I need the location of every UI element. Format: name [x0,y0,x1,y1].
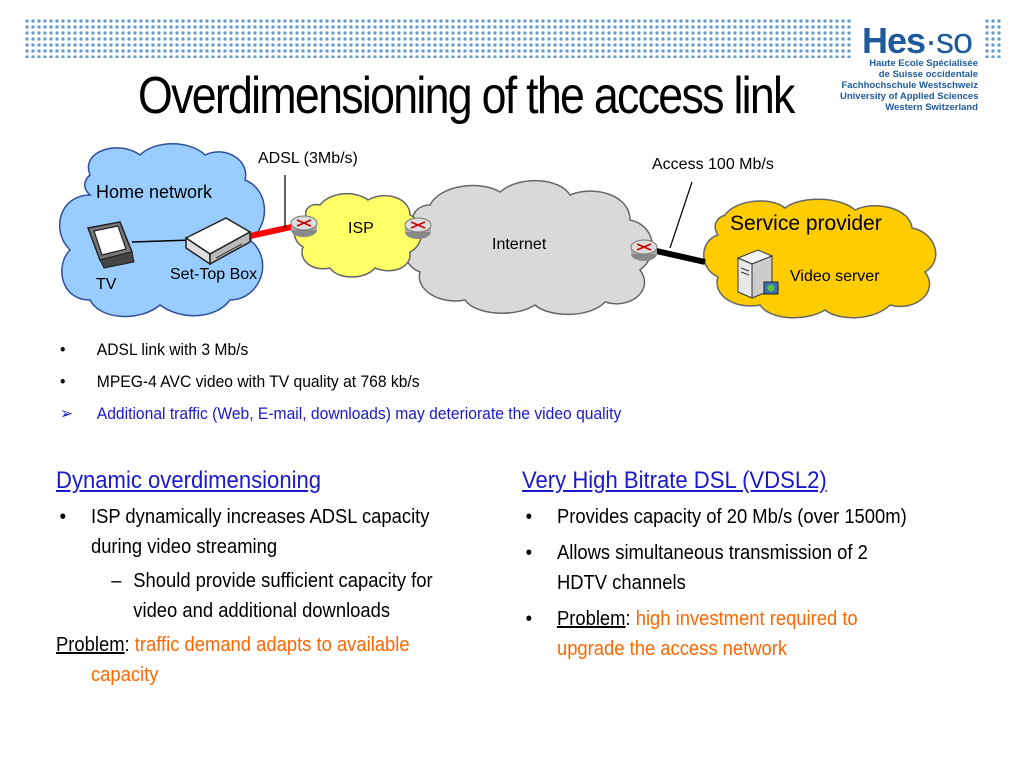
slide-title: Overdimensioning of the access link [138,67,795,125]
item-text-line: ISP dynamically increases ADSL capacity [90,506,430,528]
problem-label: Problem [56,634,125,656]
right-column: Very High Bitrate DSL (VDSL2) • Provides… [522,466,992,664]
set-top-box-label: Set-Top Box [170,266,258,283]
access-link [651,247,706,265]
logo-line: Western Switzerland [885,102,978,113]
bullet-marker: • [60,372,66,391]
bullet-marker: • [525,506,533,528]
left-column: Dynamic overdimensioning • ISP dynamical… [56,466,496,690]
header-dot-band-right [984,18,1002,58]
item-text-line: Provides capacity of 20 Mb/s (over 1500m… [556,506,907,528]
header-dot-band-left [24,18,852,58]
item-text-line: during video streaming [90,536,278,558]
access-label-pointer [669,181,693,249]
network-diagram [59,143,937,319]
tv-to-stb-link [131,239,193,243]
router-icon [630,239,658,261]
bullet-marker: • [60,340,66,359]
dash-marker: – [111,570,122,592]
service-provider-label: Service provider [730,212,882,235]
internet-label: Internet [492,236,547,253]
access-label: Access 100 Mb/s [652,156,774,173]
item-text-line: HDTV channels [556,572,686,594]
list-item: • Provides capacity of 20 Mb/s (over 150… [522,502,954,532]
left-column-heading: Dynamic overdimensioning [56,467,322,494]
problem-text-line2: capacity [90,664,159,686]
bullet-marker: • [525,542,533,564]
adsl-link [249,223,297,239]
problem-text: traffic demand adapts to available [134,634,410,656]
tv-label: TV [96,276,117,293]
right-column-heading: Very High Bitrate DSL (VDSL2) [522,467,827,494]
logo-subtitle: Haute Ecole Spécialisée de Suisse occide… [840,58,979,113]
home-network-label: Home network [96,182,213,202]
logo-line: Haute Ecole Spécialisée [869,58,978,69]
arrow-bullet-marker: ➢ [60,404,74,423]
set-top-box-icon [184,217,252,266]
bullet-marker: • [59,506,67,528]
list-item: • Problem: high investment required to u… [522,604,954,664]
internet-cloud [402,180,654,316]
logo-line: de Suisse occidentale [878,69,978,80]
video-server-label: Video server [790,268,880,285]
isp-label: ISP [348,220,374,237]
problem-label: Problem [556,608,626,630]
problem-text-line2: upgrade the access network [556,638,788,660]
list-item: • Allows simultaneous transmission of 2 … [522,538,954,598]
bullet-text: Additional traffic (Web, E-mail, downloa… [96,404,622,423]
home-network-cloud [59,143,266,318]
router-icon [290,215,318,237]
tv-icon [86,221,135,269]
bullet-marker: • [525,608,533,630]
problem-note: Problem: traffic demand adapts to availa… [56,630,461,690]
video-server-icon [736,249,779,299]
list-item: • ISP dynamically increases ADSL capacit… [56,502,461,562]
logo-line: Fachhochschule Westschweiz [841,80,978,91]
router-icon [404,217,432,239]
bullet-text: MPEG-4 AVC video with TV quality at 768 … [96,372,420,391]
logo-line: University of Applied Sciences [840,91,979,102]
item-text-line: Allows simultaneous transmission of 2 [556,542,868,564]
bullet-text: ADSL link with 3 Mb/s [96,340,249,359]
item-text-line: video and additional downloads [133,600,391,622]
item-text-line: Should provide sufficient capacity for [133,570,433,592]
hes-so-logo: Hes·so [862,20,973,61]
problem-text: high investment required to [635,608,858,630]
adsl-label: ADSL (3Mb/s) [258,150,358,167]
sub-list-item: – Should provide sufficient capacity for… [56,566,461,626]
